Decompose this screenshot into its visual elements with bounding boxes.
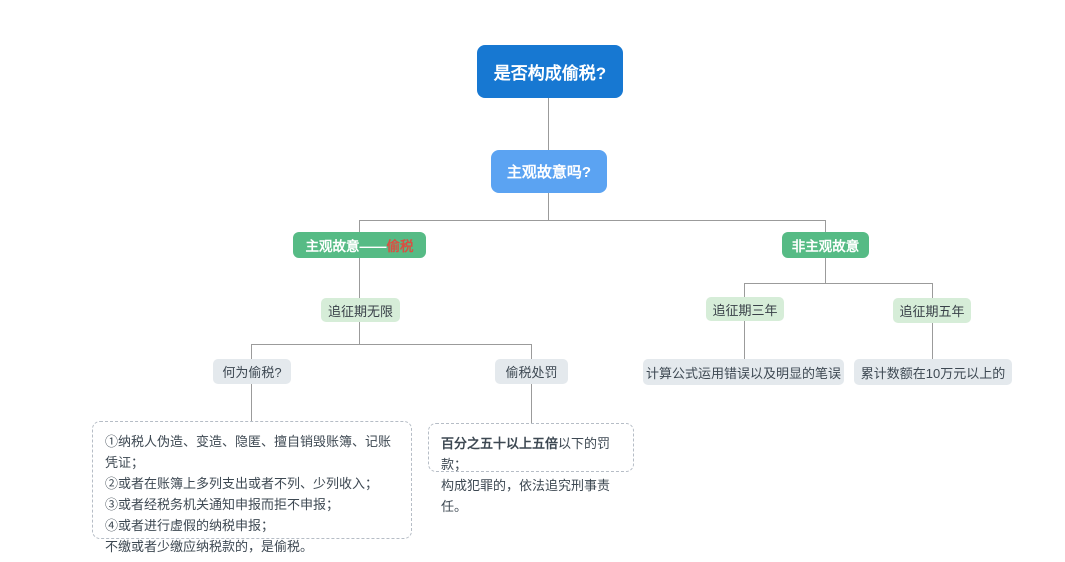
connector: [744, 283, 933, 284]
detail-line: ④或者进行虚假的纳税申报；: [105, 518, 275, 534]
connector: [359, 220, 360, 232]
detail-what-is-evasion: ①纳税人伪造、变造、隐匿、擅自销毁账簿、记账凭证； ②或者在账簿上多列支出或者不…: [92, 421, 412, 554]
connector: [531, 384, 532, 423]
detail-punishment: 百分之五十以上五倍以下的罚款； 构成犯罪的，依法追究刑事责任。: [428, 423, 634, 514]
detail-line: ③或者经税务机关通知申报而拒不申报；: [105, 497, 340, 513]
node-calc-error-label: 计算公式运用错误以及明显的笔误: [645, 365, 841, 381]
node-punishment-label: 偷税处罚: [505, 365, 558, 380]
connector: [251, 344, 252, 359]
connector: [932, 323, 933, 359]
node-subjective-intent-question: 主观故意吗?: [491, 150, 607, 193]
connector: [825, 258, 826, 283]
connector: [744, 283, 745, 297]
node-subjective-intent-evasion: 主观故意——偷税: [293, 232, 426, 258]
connector: [825, 220, 826, 232]
connector: [932, 283, 933, 298]
connector: [359, 322, 360, 344]
node-what-is-label: 何为偷税?: [222, 365, 282, 380]
node-left-main-highlight: 偷税: [386, 239, 414, 254]
connector: [359, 220, 826, 221]
node-period-three-years: 追征期三年: [706, 297, 784, 321]
connector: [548, 98, 549, 150]
detail-line: ②或者在账簿上多列支出或者不列、少列收入；: [105, 476, 379, 492]
node-period-three-label: 追征期三年: [712, 302, 778, 318]
detail-line: 百分之五十以上五倍以下的罚款；: [441, 433, 621, 475]
node-root-label: 是否构成偷税?: [493, 64, 607, 83]
detail-line: ①纳税人伪造、变造、隐匿、擅自销毁账簿、记账凭证；: [105, 434, 392, 471]
punishment-bold-part: 百分之五十以上五倍: [441, 436, 559, 451]
node-question-label: 主观故意吗?: [506, 164, 592, 181]
node-period-unlimited: 追征期无限: [321, 298, 400, 322]
node-what-is-evasion: 何为偷税?: [213, 359, 291, 384]
node-right-main-label: 非主观故意: [791, 239, 860, 254]
connector: [744, 321, 745, 359]
connector: [251, 384, 252, 421]
node-left-main-label: 主观故意——: [305, 239, 387, 254]
node-amount-label: 累计数额在10万元以上的: [860, 365, 1006, 381]
connector: [359, 258, 360, 298]
node-period-five-label: 追征期五年: [899, 304, 965, 319]
node-period-five-years: 追征期五年: [893, 298, 971, 323]
node-root-question: 是否构成偷税?: [477, 45, 623, 98]
node-amount-threshold: 累计数额在10万元以上的: [854, 359, 1012, 385]
detail-line: 构成犯罪的，依法追究刑事责任。: [441, 478, 611, 515]
node-non-subjective-intent: 非主观故意: [782, 232, 869, 258]
node-period-unlimited-label: 追征期无限: [327, 303, 393, 319]
connector: [531, 344, 532, 359]
connector: [548, 193, 549, 220]
connector: [251, 344, 532, 345]
node-evasion-punishment: 偷税处罚: [495, 359, 568, 384]
node-calc-error: 计算公式运用错误以及明显的笔误: [643, 359, 844, 385]
punishment-rest-part: 以下的罚款；: [441, 436, 611, 473]
detail-line: 不缴或者少缴应纳税款的，是偷税。: [105, 539, 314, 555]
